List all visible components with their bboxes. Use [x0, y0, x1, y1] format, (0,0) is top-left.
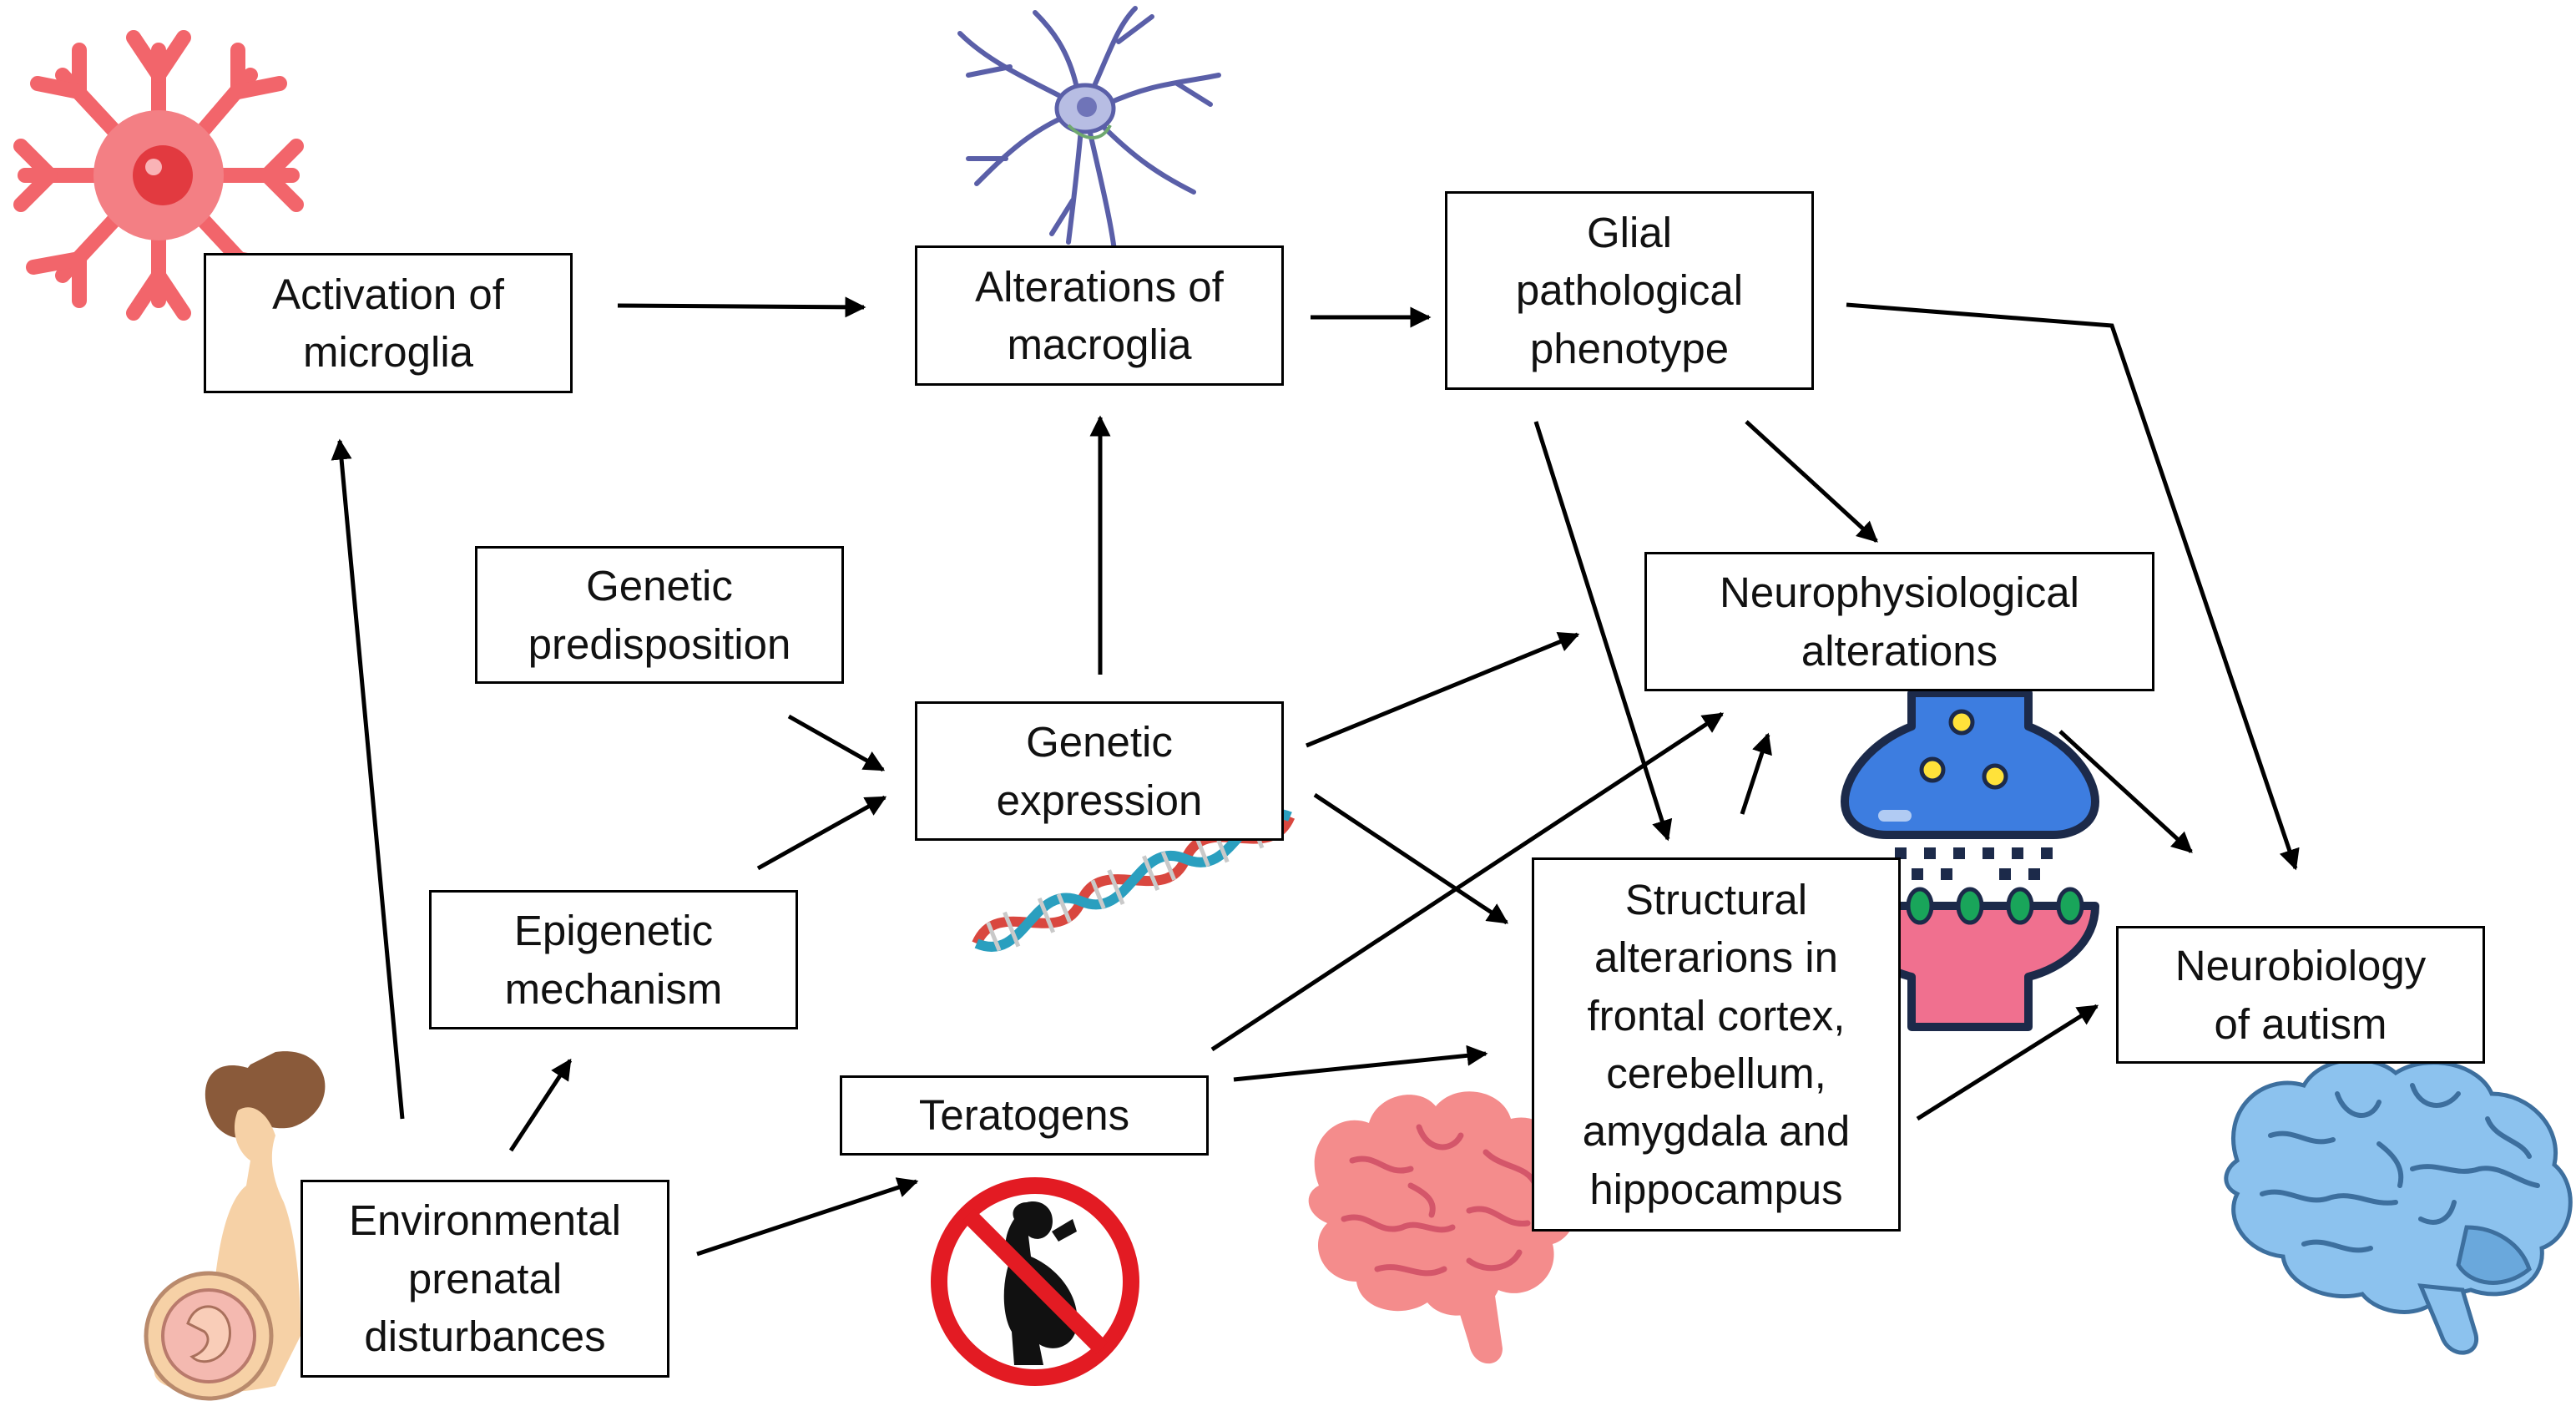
node-label: Neurophysiological alterations: [1720, 569, 2079, 675]
node-environmental-prenatal-disturbances: Environmental prenatal disturbances: [301, 1180, 669, 1378]
node-label: Environmental prenatal disturbances: [349, 1196, 621, 1361]
node-alterations-of-macroglia: Alterations of macroglia: [915, 245, 1284, 386]
node-label: Structural alterarions in frontal cortex…: [1582, 875, 1851, 1213]
arrow-expression-to-structural: [1313, 792, 1509, 925]
arrow-structural-to-neurobiology: [1916, 1004, 2099, 1121]
arrow-expression-to-neurophysiological: [1306, 631, 1580, 748]
node-neurophysiological-alterations: Neurophysiological alterations: [1644, 552, 2154, 691]
node-genetic-predisposition: Genetic predisposition: [475, 546, 844, 684]
arrow-epigenetic-to-expression: [756, 795, 887, 871]
arrow-teratogens-to-structural: [1233, 1044, 1488, 1082]
arrow-environmental-to-epigenetic: [508, 1058, 573, 1152]
arrow-environmental-to-microglia: [331, 438, 405, 1120]
arrow-glial-phenotype-to-neurobiology: [1846, 302, 2300, 871]
node-activation-of-microglia: Activation of microglia: [204, 253, 573, 393]
node-label: Genetic predisposition: [528, 562, 791, 668]
node-glial-pathological-phenotype: Glial pathological phenotype: [1445, 191, 1814, 390]
pink-brain-icon: [1308, 1091, 1577, 1364]
node-teratogens: Teratogens: [840, 1075, 1209, 1156]
arrow-glial-phenotype-to-neurophysiological: [1745, 420, 1878, 543]
node-epigenetic-mechanism: Epigenetic mechanism: [429, 890, 798, 1029]
no-drinking-pregnancy-icon: [931, 1177, 1139, 1386]
node-structural-alterations: Structural alterarions in frontal cortex…: [1532, 857, 1901, 1232]
arrow-structural-to-neurophysiological: [1740, 732, 1772, 815]
node-label: Alterations of macroglia: [975, 262, 1224, 368]
arrow-teratogens-to-neurophysiological: [1210, 711, 1725, 1052]
pregnant-woman-icon: [144, 1051, 326, 1401]
arrow-microglia-to-macroglia: [617, 296, 866, 318]
node-label: Neurobiology of autism: [2174, 942, 2427, 1048]
arrow-genetic-predisposition-to-expression: [787, 714, 886, 772]
arrow-environmental-to-teratogens: [696, 1177, 919, 1257]
node-label: Epigenetic mechanism: [504, 907, 723, 1013]
node-label: Genetic expression: [996, 718, 1203, 824]
arrow-glial-phenotype-to-structural: [1533, 421, 1673, 842]
node-label: Glial pathological phenotype: [1515, 208, 1744, 372]
astrocyte-cell-icon: [957, 6, 1221, 253]
node-label: Activation of microglia: [272, 270, 504, 376]
node-genetic-expression: Genetic expression: [915, 701, 1284, 841]
node-neurobiology-of-autism: Neurobiology of autism: [2116, 926, 2485, 1064]
node-label: Teratogens: [918, 1091, 1130, 1140]
arrow-neurophysiological-to-neurobiology: [2058, 730, 2193, 853]
